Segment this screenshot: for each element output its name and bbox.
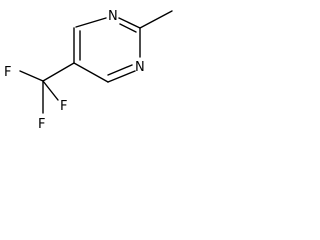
bond-cf3-f-right [42,80,59,101]
atom-f-bottom-label: F [38,117,45,132]
bond-c4-c5 [73,62,109,83]
atom-n1-label: N [108,9,118,24]
bond-n3-c4 [107,70,136,83]
bond-c6-n1 [75,17,107,28]
bond-cf3-f-left [19,70,44,82]
bond-n1-c2 [118,17,141,29]
atom-f-right-label: F [60,99,67,114]
atom-labels: N N F F F [4,9,145,132]
bond-c2-methyl [139,10,173,29]
bond-c5-cf3 [42,62,75,82]
bonds [19,10,173,114]
molecule-structure: N N F F F [4,9,173,132]
bond-n1-c2-double [119,23,137,33]
atom-f-left-label: F [4,65,11,80]
atom-n3-label: N [135,60,145,75]
bond-n3-c4-double [107,64,133,76]
